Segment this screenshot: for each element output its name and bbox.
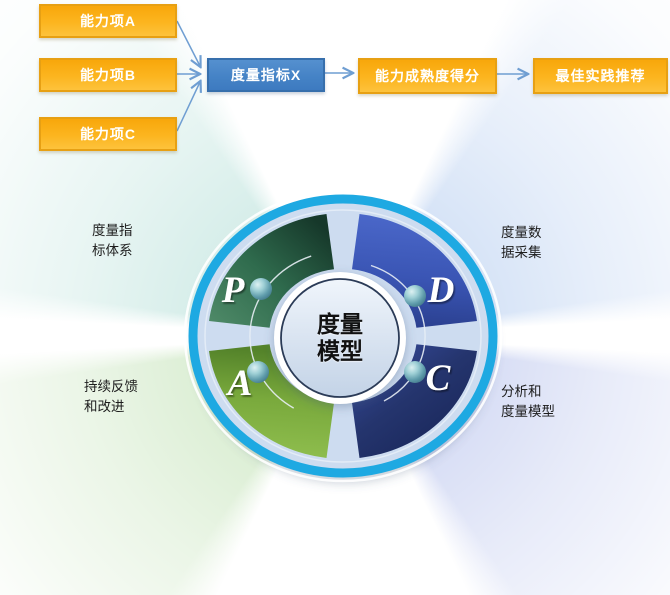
capability-box-b-label: 能力项B [79, 67, 137, 83]
center-hub-title: 度量 模型 [278, 311, 402, 365]
best-practice-box: 最佳实践推荐 [533, 58, 668, 94]
left-orbit-arc [249, 255, 312, 409]
arrow-c-to-metric [176, 82, 200, 132]
label-continuous-improvement-line1: 持续反馈 [84, 379, 138, 394]
label-data-collection: 度量数 据采集 [501, 223, 542, 263]
best-practice-box-label: 最佳实践推荐 [555, 68, 646, 84]
label-data-collection-line1: 度量数 [501, 225, 542, 240]
label-metric-system-line1: 度量指 [92, 223, 133, 238]
label-metric-system-line2: 标体系 [92, 243, 133, 258]
segment-c-wedge [352, 344, 477, 458]
segment-d-letter: D [427, 270, 455, 311]
a-node-sphere-icon [247, 361, 269, 383]
center-hub [274, 272, 406, 407]
capability-box-b: 能力项B [39, 58, 177, 92]
maturity-score-box: 能力成熟度得分 [358, 58, 497, 94]
label-data-collection-line2: 据采集 [501, 245, 542, 260]
metric-box-label: 度量指标X [230, 67, 302, 83]
label-analysis-model-line1: 分析和 [501, 384, 542, 399]
segment-a-wedge [209, 344, 334, 458]
metric-box: 度量指标X [207, 58, 325, 92]
label-metric-system: 度量指 标体系 [92, 221, 133, 261]
segment-c-letter: C [426, 358, 452, 399]
label-analysis-model: 分析和 度量模型 [501, 382, 555, 422]
segment-d-wedge [352, 214, 477, 328]
d-node-sphere-icon [404, 285, 426, 307]
arrow-a-to-metric [176, 20, 200, 66]
capability-box-a: 能力项A [39, 4, 177, 38]
flow-arrows [176, 20, 527, 132]
segment-a-letter: A [226, 363, 253, 404]
maturity-score-box-label: 能力成熟度得分 [375, 68, 480, 84]
label-continuous-improvement: 持续反馈 和改进 [84, 377, 138, 417]
pdca-cycle: P A D C [183, 189, 503, 483]
capability-box-a-label: 能力项A [79, 13, 137, 29]
center-hub-title-line1: 度量 [317, 311, 363, 337]
segment-p-wedge [209, 214, 334, 328]
right-orbit-arc [370, 264, 426, 402]
center-hub-title-line2: 模型 [317, 338, 363, 364]
cycle-outer-halo [183, 189, 503, 483]
capability-box-c-label: 能力项C [79, 126, 137, 142]
center-hub-disc [280, 278, 400, 398]
segment-letters: P A D C [221, 270, 455, 404]
capability-box-c: 能力项C [39, 117, 177, 151]
c-node-sphere-icon [404, 361, 426, 383]
cycle-inner-ring [204, 209, 482, 463]
segment-p-letter: P [221, 270, 245, 311]
p-node-sphere-icon [250, 278, 272, 300]
label-continuous-improvement-line2: 和改进 [84, 399, 125, 414]
cycle-segments [209, 214, 477, 458]
label-analysis-model-line2: 度量模型 [501, 404, 555, 419]
